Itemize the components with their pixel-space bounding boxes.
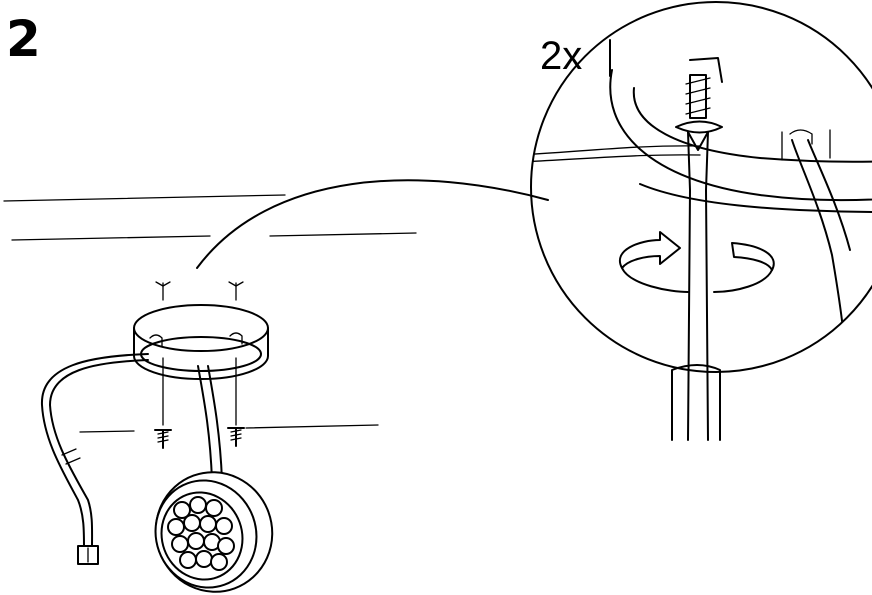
led-spotlight [154,471,274,593]
step-number: 2 [6,10,41,68]
power-cable [40,353,149,549]
clockwise-rotation-arrow-icon [619,231,775,293]
cable-plug [77,545,99,565]
magnified-detail [530,1,872,441]
screw-icon [154,429,172,449]
ceiling-surface-lines [3,194,417,433]
led-array [167,496,235,571]
screwdriver-icon [671,131,721,441]
drill-marker-left [155,281,171,301]
mounting-ring [133,304,269,380]
quantity-label: 2x [540,34,583,78]
screw-icon [227,427,245,447]
callout-pointer [196,179,549,269]
spotlight-cable [197,365,223,481]
drill-marker-right [228,281,244,301]
screw-icon [675,74,723,134]
